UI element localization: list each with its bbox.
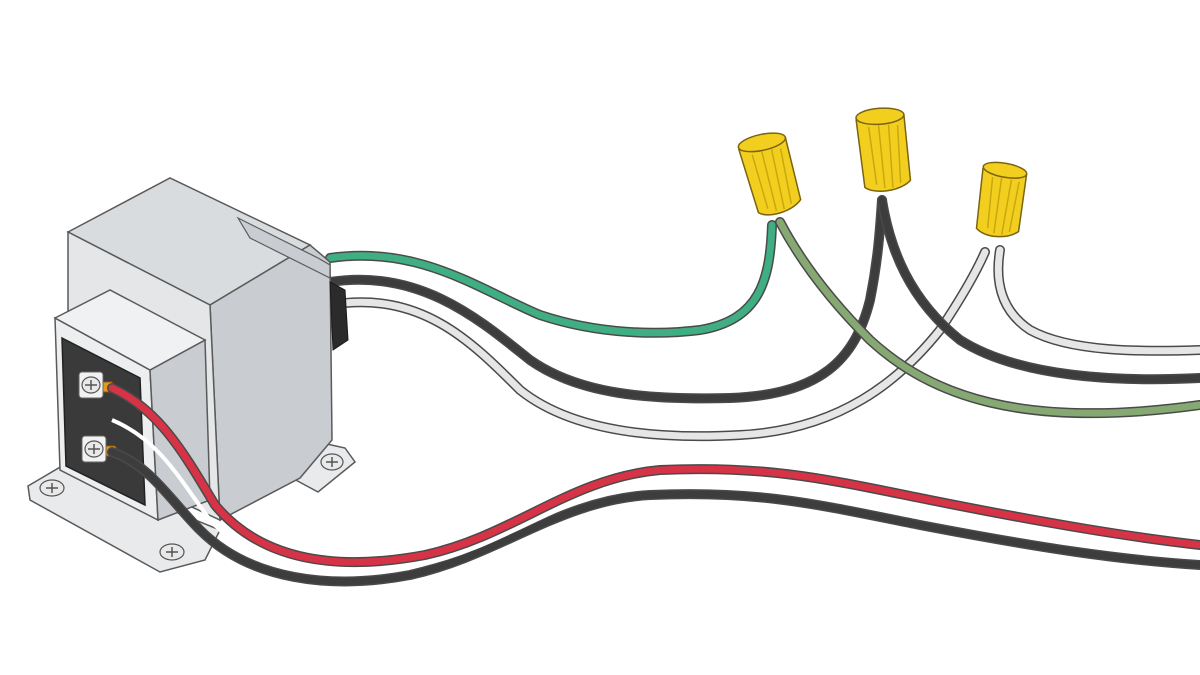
house-wires	[775, 195, 1200, 419]
low-voltage-red-wire	[108, 384, 1200, 566]
wire-nut-ground	[737, 132, 802, 216]
wire-outline	[325, 195, 887, 404]
primary-wires	[325, 195, 990, 442]
transformer	[27, 177, 357, 573]
house-black-wire	[878, 196, 1200, 383]
house-white-wire	[994, 246, 1200, 355]
screw-icon	[81, 435, 117, 463]
primary-black-wire	[326, 196, 886, 402]
mounting-screw-icon	[39, 479, 65, 497]
wire-outline	[775, 217, 1200, 419]
mounting-screw-icon	[159, 543, 185, 561]
low-voltage-black-wire	[108, 448, 1200, 585]
wire-outline	[325, 247, 990, 442]
low-voltage-wires	[107, 383, 1200, 587]
primary-white-wire	[326, 248, 989, 440]
mounting-screw-icon	[320, 453, 344, 471]
wire-nut-neutral	[975, 161, 1028, 238]
house-ground-wire	[776, 218, 1200, 417]
primary-green-wire	[326, 221, 776, 337]
low-voltage-white-stripe	[111, 418, 1200, 575]
wire-nut-hot	[855, 107, 912, 192]
wire-nuts	[737, 107, 1028, 238]
wire-outline	[993, 245, 1200, 356]
